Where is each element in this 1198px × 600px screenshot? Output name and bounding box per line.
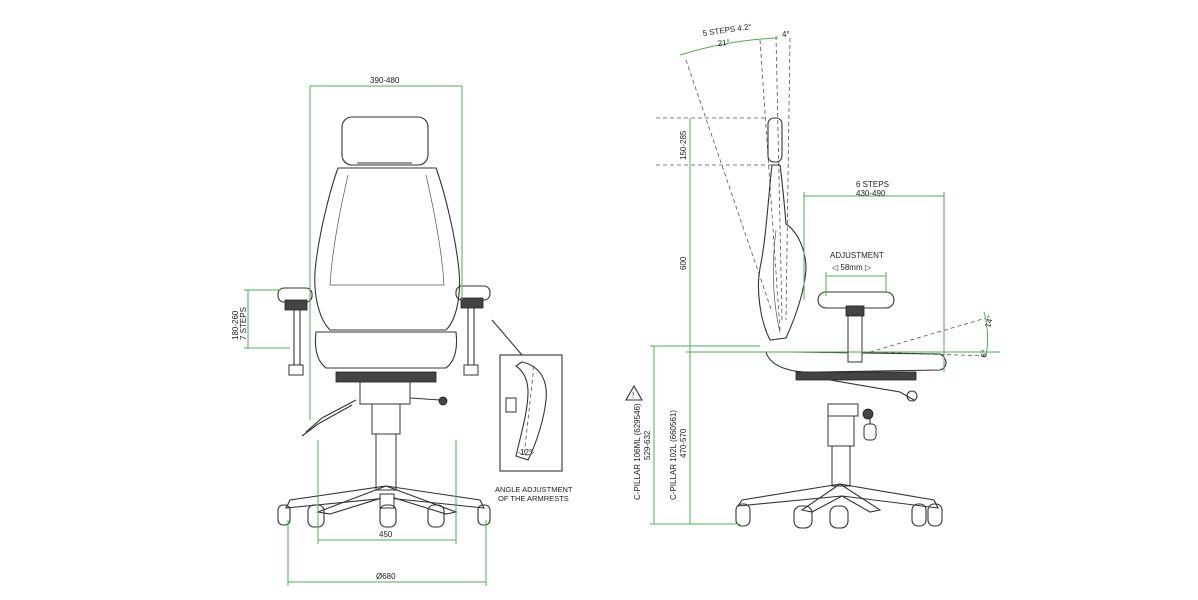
dim-back-height-text: 600 — [679, 256, 688, 270]
armrest-angle-inset: 12° ANGLE ADJUSTMENT OF THE ARMRESTS — [491, 319, 573, 503]
side-seat — [765, 351, 947, 373]
front-gas-lift-top — [371, 403, 401, 435]
front-casters — [277, 504, 491, 528]
dim-headrest-height-text: 150-285 — [679, 130, 688, 160]
dim-adjustment-text: ADJUSTMENT — [830, 251, 884, 260]
dim-cpillar-102-range: 470-570 — [679, 428, 688, 458]
dim-cpillar-106-range: 529-632 — [643, 430, 652, 460]
front-armrest-right — [455, 285, 491, 376]
dim-cpillar-106-text: C-PILLAR 106ML (629546) — [633, 403, 642, 500]
front-backrest — [314, 167, 461, 331]
dim-depth-range-text: 430-490 — [856, 189, 886, 198]
dim-seat-tilt-up-text: 14° — [983, 314, 995, 328]
side-backrest — [757, 164, 807, 341]
front-armrest-left — [277, 287, 313, 376]
side-mechanism — [795, 371, 918, 441]
front-seat — [314, 331, 458, 369]
dim-headrest-tilt-text: 4° — [782, 30, 790, 39]
dim-recline-steps-text: 5 STEPS 4.2° — [702, 22, 752, 38]
dim-width-text: 390-480 — [370, 76, 400, 85]
dim-adjustment-value-text: ◁ 58mm ▷ — [832, 263, 872, 272]
dim-recline-angle-text: 21° — [717, 38, 730, 48]
dim-depth-steps-text: 6 STEPS — [856, 180, 889, 189]
inset-caption-line2: OF THE ARMRESTS — [498, 494, 569, 503]
inset-caption-line1: ANGLE ADJUSTMENT — [495, 485, 573, 494]
recline-arc — [679, 37, 779, 56]
side-gas-lift-top — [827, 415, 855, 447]
side-view: ! 5 STEPS 4.2° 21° 4° 150-285 600 6 STEP… — [625, 22, 1000, 529]
side-gas-lift — [831, 445, 851, 487]
front-view: 390-480 180-260 7 STEPS 450 Ø680 — [231, 76, 491, 586]
side-headrest — [767, 117, 783, 163]
side-base — [736, 483, 939, 513]
dim-armrest-steps-text: 7 STEPS — [239, 307, 248, 340]
dim-base-outer-text: Ø680 — [376, 572, 396, 581]
inset-frame — [499, 354, 563, 472]
dim-cpillar-102-text: C-PILLAR 102L (660561) — [669, 410, 678, 500]
seat-tilt-arc — [983, 311, 989, 357]
side-armrest — [817, 291, 895, 363]
warning-symbol: ! — [632, 391, 634, 400]
front-gas-lift — [375, 433, 397, 491]
front-headrest — [341, 116, 429, 166]
dim-seat-tilt-down-text: 6° — [979, 349, 989, 358]
warning-triangle-icon — [625, 384, 643, 401]
dim-base-inner-text: 450 — [379, 530, 393, 539]
front-mechanism — [301, 371, 448, 437]
inset-angle-text: 12° — [520, 448, 532, 457]
side-casters — [735, 503, 943, 529]
dim-armrest-height-text: 180-260 — [231, 310, 240, 340]
